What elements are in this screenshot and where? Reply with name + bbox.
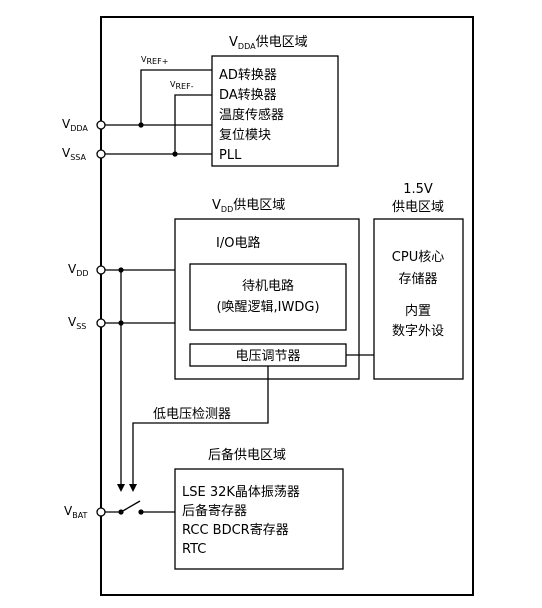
core-peripherals-label: 数字外设 xyxy=(392,324,444,339)
vssa-pin-label: VSSA xyxy=(62,146,87,162)
low-voltage-detector-label: 低电压检测器 xyxy=(153,407,231,422)
vbat-switch-contact xyxy=(118,509,124,515)
power-switch xyxy=(120,500,141,513)
backup-domain-title: 后备供电区域 xyxy=(208,447,286,463)
backup-item-rcc-bdcr: RCC BDCR寄存器 xyxy=(182,522,289,538)
vref-minus-label: VREF- xyxy=(170,80,194,91)
vdd-pin-label: VDD xyxy=(68,262,89,278)
vdda-item-pll: PLL xyxy=(219,148,242,163)
low-voltage-detector-wire xyxy=(132,366,269,486)
standby-circuit-detail: (唤醒逻辑,IWDG) xyxy=(216,300,319,315)
backup-item-lse: LSE 32K晶体振荡器 xyxy=(182,485,300,500)
vss-pin-label: VSS xyxy=(68,315,86,331)
backup-item-registers: 后备寄存器 xyxy=(182,503,247,519)
vdd-domain-title: VDD供电区域 xyxy=(212,198,285,214)
core-domain-box xyxy=(373,218,464,380)
core-builtin-label: 内置 xyxy=(405,303,431,319)
io-circuit-label: I/O电路 xyxy=(216,235,260,251)
standby-circuit-label: 待机电路 xyxy=(242,278,294,294)
vdd-pin xyxy=(96,265,106,275)
standby-circuit-box xyxy=(189,263,347,331)
detector-arrow xyxy=(129,484,137,492)
core-domain-title-line1: 1.5V xyxy=(403,182,433,197)
vref-plus-wire xyxy=(140,69,212,125)
vbat-pin xyxy=(96,507,106,517)
vdda-pin xyxy=(96,120,106,130)
backup-item-rtc: RTC xyxy=(182,542,206,557)
core-domain-title-line2: 供电区域 xyxy=(392,200,444,215)
vdda-item-reset: 复位模块 xyxy=(219,128,271,143)
core-memory-label: 存储器 xyxy=(398,272,437,287)
vdda-item-temp-sensor: 温度传感器 xyxy=(219,107,284,123)
vref-plus-label: VREF+ xyxy=(141,55,168,66)
vssa-pin xyxy=(96,149,106,159)
vss-pin xyxy=(96,318,106,328)
chip-outline xyxy=(100,16,474,596)
vdda-pin-label: VDDA xyxy=(62,117,88,133)
vdd-switch-arrow xyxy=(117,484,125,492)
vdda-junction xyxy=(138,122,144,128)
vdda-item-dac: DA转换器 xyxy=(219,88,277,103)
vdda-domain-box xyxy=(211,55,339,167)
vssa-junction xyxy=(172,151,178,157)
vdda-item-adc: AD转换器 xyxy=(219,68,277,83)
vdda-domain-title: VDDA供电区域 xyxy=(229,35,308,51)
voltage-regulator-label: 电压调节器 xyxy=(235,349,300,364)
vref-minus-wire xyxy=(174,94,212,154)
backup-domain-box xyxy=(174,468,344,570)
vbat-pin-label: VBAT xyxy=(64,504,88,520)
core-cpu-label: CPU核心 xyxy=(392,250,444,265)
